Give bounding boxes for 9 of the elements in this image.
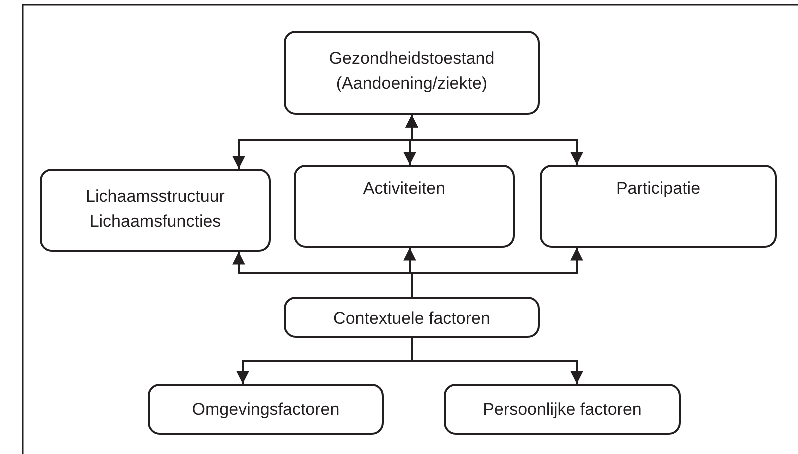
status-box: Gezondheidstoestand (Aandoening/ziekte) [284,31,540,115]
participation-box: Participatie [540,165,777,248]
arrow [411,338,584,384]
factor-box: Persoonlijke factoren [444,384,681,435]
arrow [406,115,584,165]
factor-box: Omgevingsfactoren [148,384,384,435]
body-function-box: Lichaamsstructuur Lichaamsfuncties [40,169,271,252]
activity-box: Activiteiten [294,165,515,248]
context-box: Contextuele factoren [284,297,540,338]
